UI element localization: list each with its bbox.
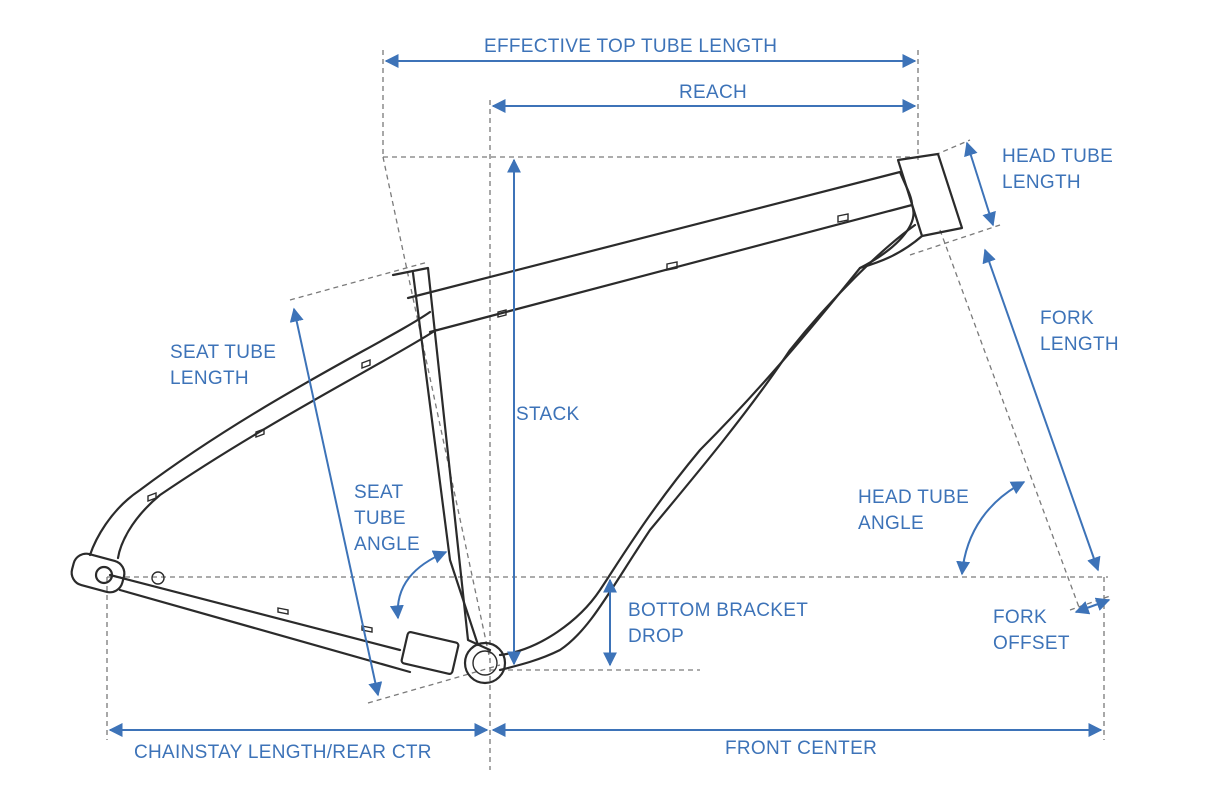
dim-head-tube-length: [964, 141, 996, 227]
label-seat-tube-angle: SEAT TUBE ANGLE: [354, 480, 420, 558]
label-bottom-bracket-drop-line1: BOTTOM BRACKET: [628, 600, 809, 621]
label-head-tube-length: HEAD TUBE LENGTH: [1002, 144, 1113, 196]
label-stack: STACK: [516, 404, 580, 425]
label-bottom-bracket-drop-line2: DROP: [628, 626, 685, 647]
dim-head-tube-angle: [956, 481, 1026, 576]
label-head-tube-length-line1: HEAD TUBE: [1002, 146, 1114, 167]
dimension-lines: [108, 54, 1111, 737]
label-effective-top-tube-length: EFFECTIVE TOP TUBE LENGTH: [484, 36, 778, 57]
label-fork-offset: FORK OFFSET: [993, 605, 1070, 657]
dim-fork-length: [982, 248, 1101, 572]
label-head-tube-angle-line2: ANGLE: [858, 513, 924, 534]
label-front-center: FRONT CENTER: [725, 738, 878, 759]
label-fork-offset-line1: FORK: [993, 607, 1047, 628]
label-seat-tube-angle-line2: TUBE: [354, 508, 406, 529]
label-seat-tube-length: SEAT TUBE LENGTH: [170, 340, 276, 392]
label-seat-tube-angle-line1: SEAT: [354, 482, 404, 503]
label-seat-tube-length-line1: SEAT TUBE: [170, 342, 277, 363]
dim-seat-tube-angle: [389, 550, 448, 620]
bike-frame: [70, 152, 964, 685]
guide-lines: [106, 50, 1111, 770]
label-fork-length: FORK LENGTH: [1040, 306, 1119, 358]
dim-fork-offset: [1074, 597, 1111, 615]
label-fork-offset-line2: OFFSET: [993, 633, 1070, 654]
label-chainstay-length: CHAINSTAY LENGTH/REAR CTR: [134, 742, 432, 763]
dim-seat-tube-length: [289, 307, 383, 697]
label-seat-tube-angle-line3: ANGLE: [354, 534, 420, 555]
label-head-tube-angle-line1: HEAD TUBE: [858, 487, 970, 508]
label-head-tube-length-line2: LENGTH: [1002, 172, 1081, 193]
label-reach: REACH: [679, 82, 748, 103]
label-head-tube-angle: HEAD TUBE ANGLE: [858, 485, 969, 537]
label-fork-length-line1: FORK: [1040, 308, 1094, 329]
label-seat-tube-length-line2: LENGTH: [170, 368, 249, 389]
label-fork-length-line2: LENGTH: [1040, 334, 1119, 355]
label-bottom-bracket-drop: BOTTOM BRACKET DROP: [628, 598, 808, 650]
